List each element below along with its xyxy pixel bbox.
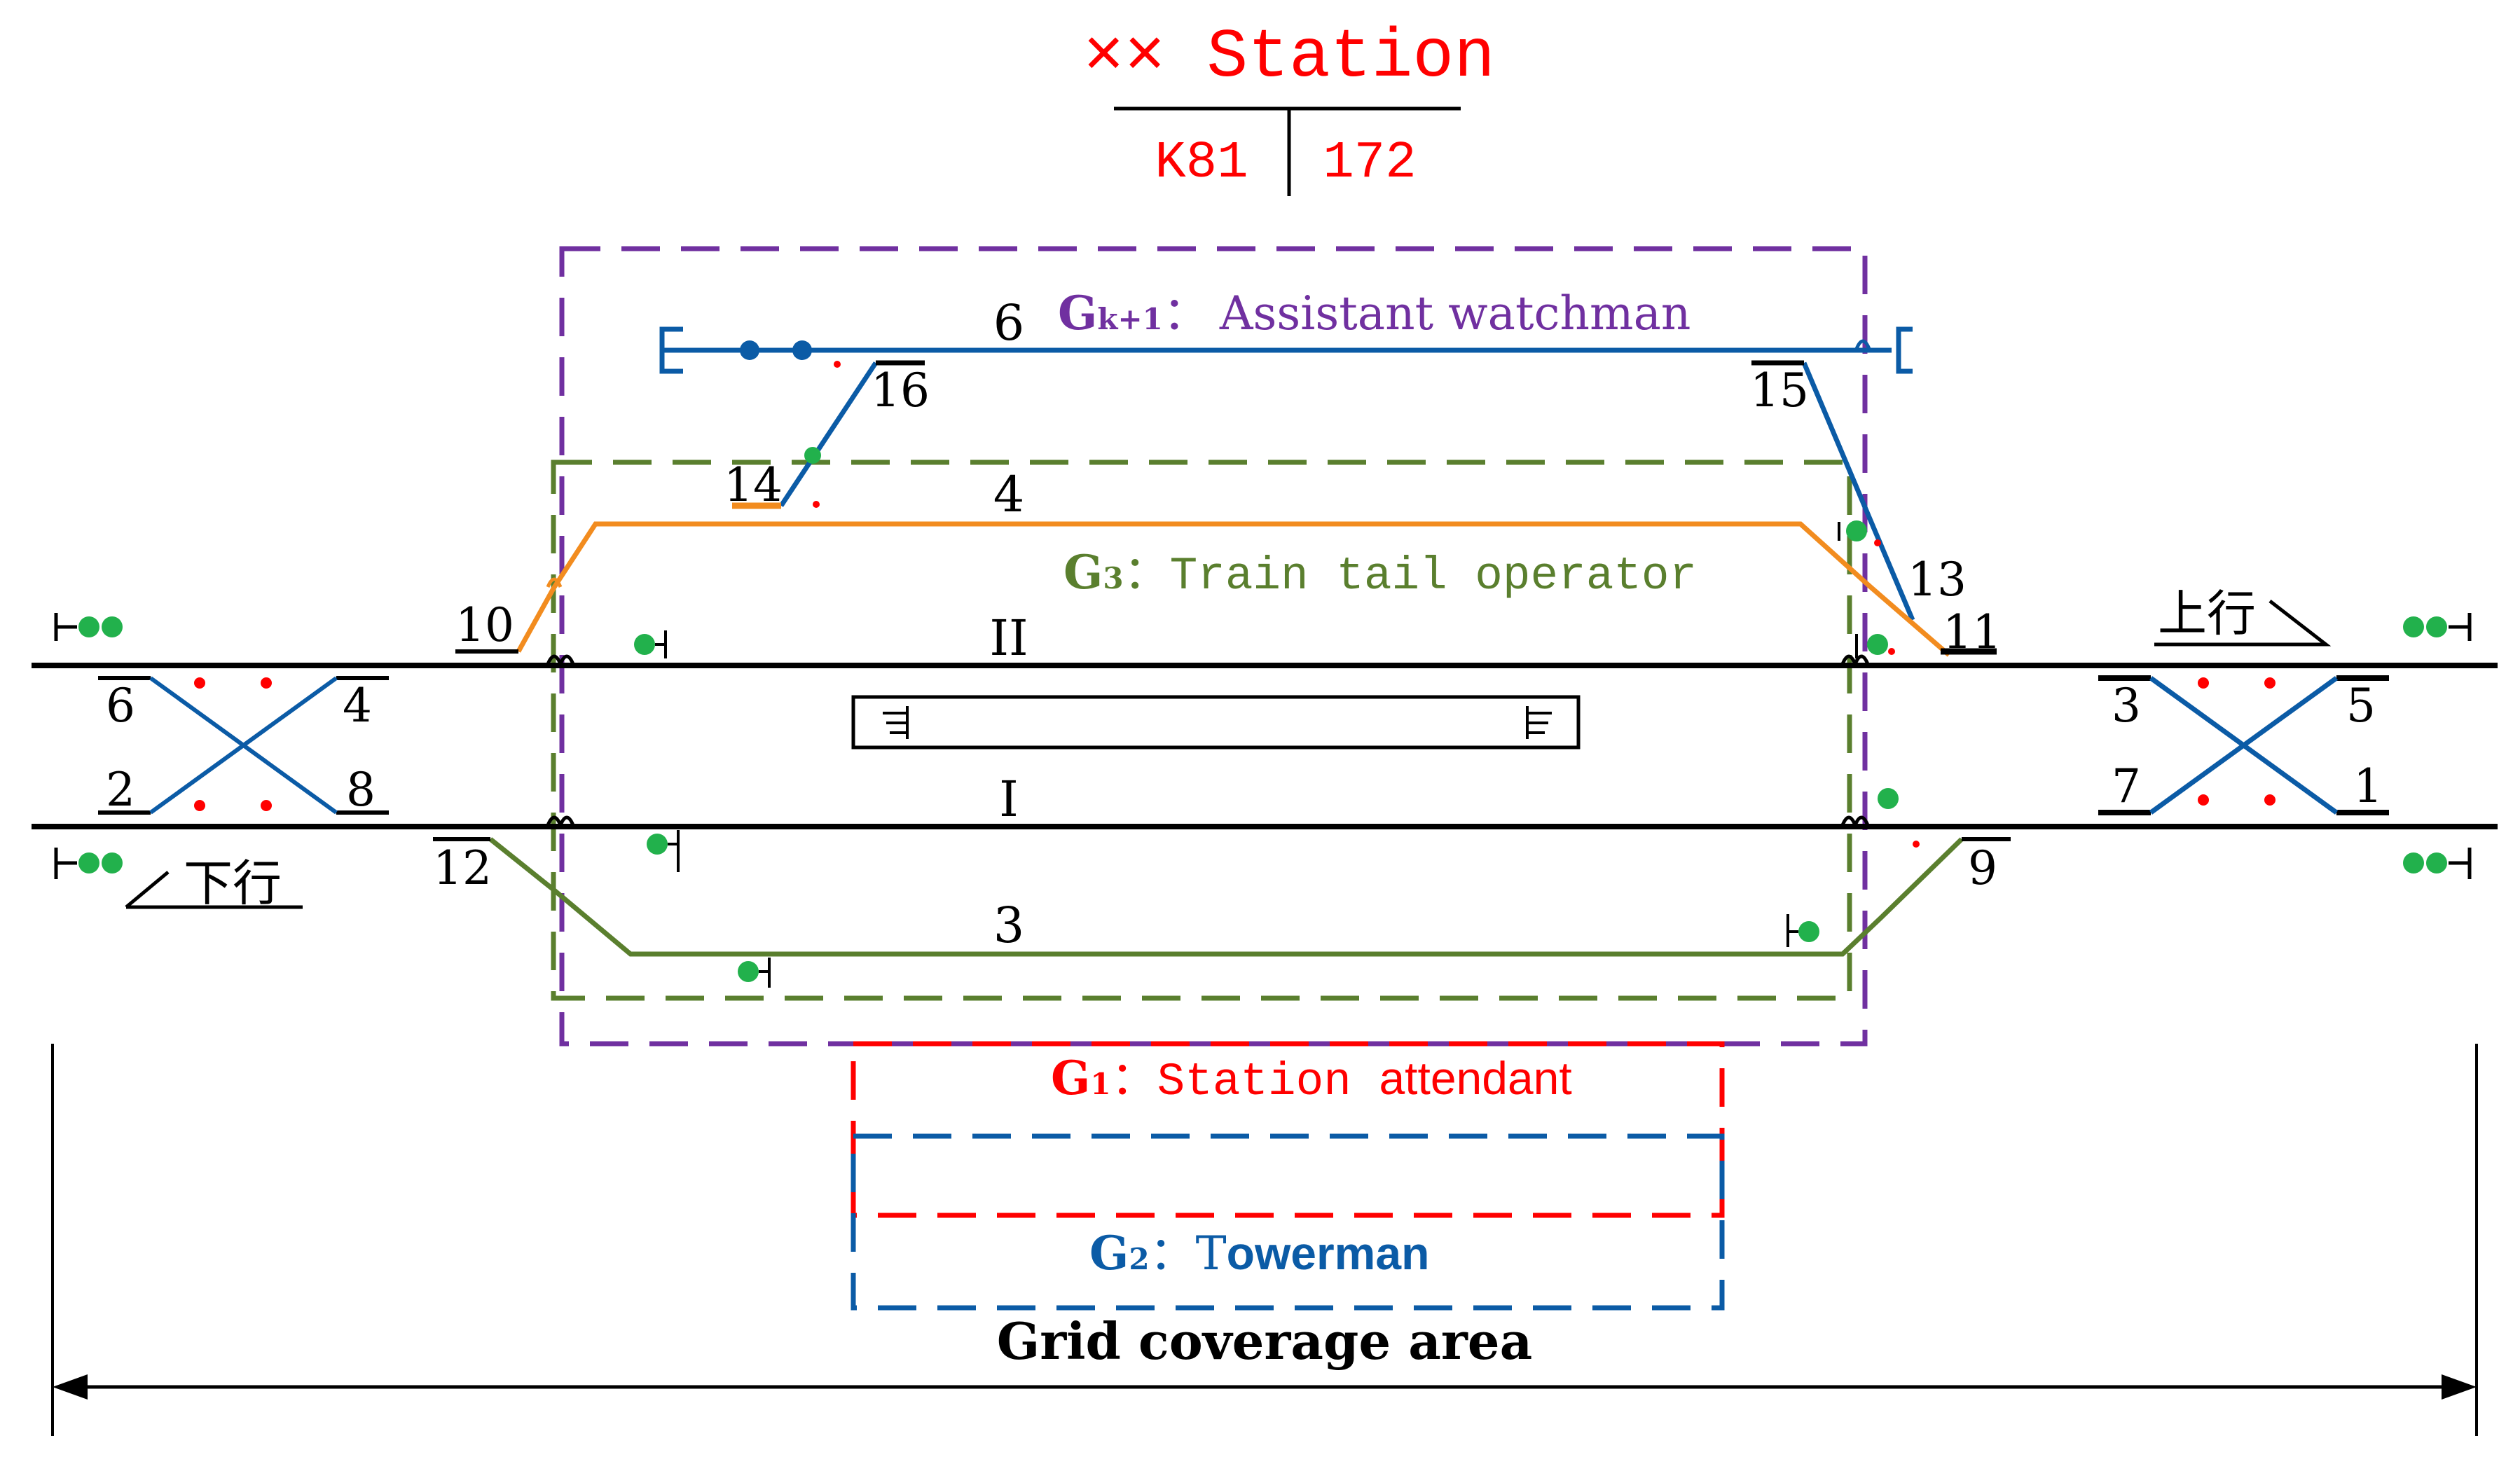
track-4 — [516, 502, 1997, 657]
coverage-arrow: Grid coverage area — [51, 1044, 2478, 1436]
station-title: ×× Station — [1083, 19, 1495, 97]
track-3 — [488, 837, 1964, 957]
track-3-label: 3 — [993, 897, 1025, 954]
switch-6: 6 — [106, 679, 135, 733]
zone-g3-box — [551, 460, 1852, 1001]
zone-gk1-label: Gk+1：Assistant watchman — [1058, 286, 1691, 340]
insulated-joints — [546, 339, 1871, 827]
track-6 — [659, 326, 1915, 621]
switch-2: 2 — [106, 763, 135, 817]
zone-g2-label: G2：Towerman — [1089, 1226, 1429, 1280]
km-left: K81 — [1155, 134, 1248, 193]
switch-bars — [433, 649, 2011, 841]
track-6-label: 6 — [993, 294, 1025, 352]
switch-4: 4 — [343, 679, 372, 733]
zone-g3-label: G3：Train tail operator — [1063, 545, 1697, 602]
switch-13: 13 — [1908, 553, 1967, 607]
switch-8: 8 — [346, 763, 376, 817]
switch-10: 10 — [455, 598, 514, 652]
switch-9: 9 — [1968, 841, 1997, 895]
switch-1: 1 — [2353, 759, 2383, 813]
zone-g2-box — [851, 1133, 1725, 1311]
switch-16: 16 — [871, 364, 930, 417]
switch-7: 7 — [2112, 759, 2141, 813]
station-title-block: ×× Station K81 172 — [1083, 19, 1495, 196]
track-i-label: I — [999, 771, 1019, 828]
signals — [54, 361, 2472, 988]
coverage-label: Grid coverage area — [997, 1311, 1533, 1371]
track-4-label: 4 — [993, 466, 1025, 523]
direction-up-label: 上行 — [2158, 585, 2256, 642]
km-right: 172 — [1323, 134, 1416, 193]
switch-12: 12 — [433, 841, 492, 895]
track-ii-label: II — [989, 609, 1028, 667]
direction-down: 下行 — [125, 855, 303, 912]
switch-15: 15 — [1750, 364, 1809, 417]
switch-5: 5 — [2346, 679, 2376, 733]
platform — [851, 695, 1581, 750]
direction-up: 上行 — [2154, 585, 2332, 647]
track-labels: 6 4 II I 3 — [989, 294, 1028, 954]
direction-down-label: 下行 — [184, 855, 282, 912]
switch-labels: 16 15 14 13 11 10 12 9 6 4 2 8 3 5 7 1 — [106, 364, 2383, 895]
zone-g1-label: G1：Station attendant — [1051, 1051, 1572, 1108]
zone-gk1-box — [559, 246, 1868, 1047]
left-crossover — [98, 676, 389, 815]
switch-11: 11 — [1943, 605, 2002, 659]
zone-g1-box — [851, 1041, 1725, 1218]
switch-14: 14 — [724, 458, 783, 512]
switch-3: 3 — [2112, 679, 2141, 733]
right-crossover — [2098, 675, 2389, 815]
